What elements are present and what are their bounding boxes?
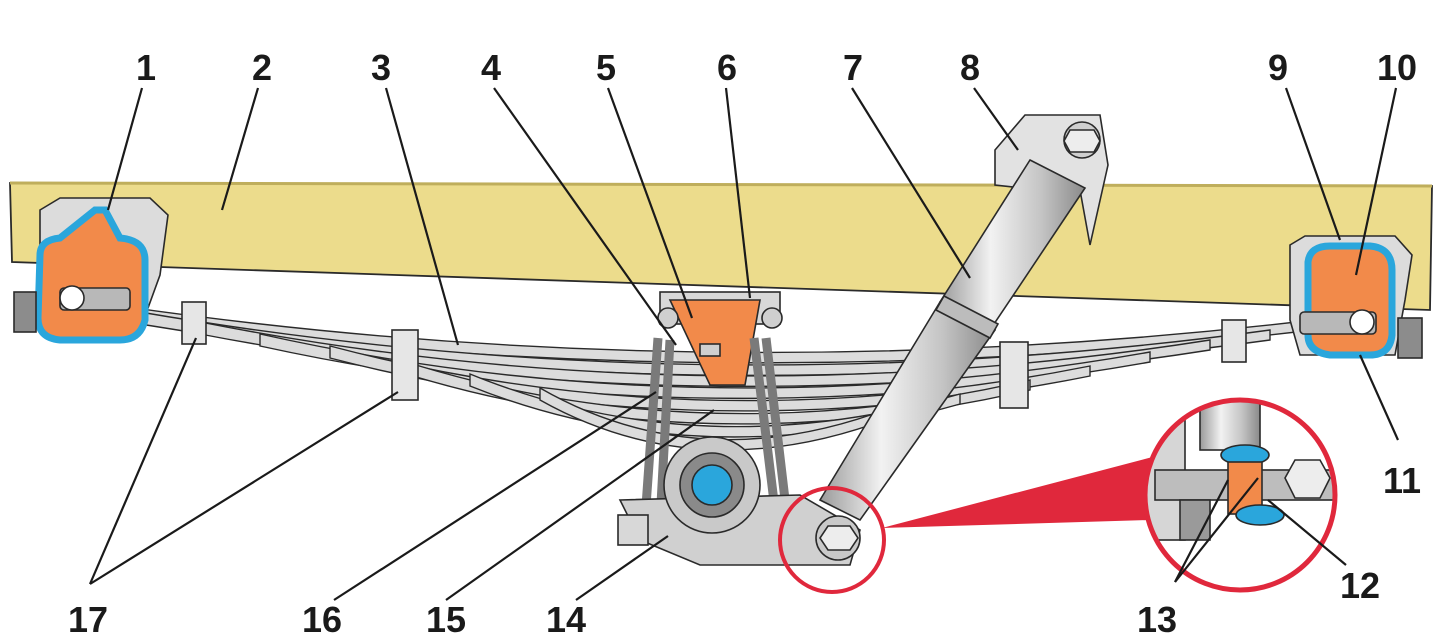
- label-4: 4: [481, 47, 501, 88]
- detail-callout-wedge: [882, 455, 1160, 528]
- leader-lines: [88, 87, 1400, 601]
- leaf-clamp-left-inner: [391, 329, 419, 401]
- label-2: 2: [252, 47, 272, 88]
- label-17: 17: [68, 599, 108, 640]
- label-3: 3: [371, 47, 391, 88]
- frame-edge-line: [9, 181, 1433, 188]
- label-12: 12: [1340, 565, 1380, 606]
- label-1: 1: [136, 47, 156, 88]
- label-10: 10: [1377, 47, 1417, 88]
- label-9: 9: [1268, 47, 1288, 88]
- callout-labels: 1 2 3 4 5 6 7 8 9 10 11 12 13 14 15 16 1…: [68, 47, 1421, 640]
- front-spring-bracket: [13, 197, 169, 344]
- label-13: 13: [1137, 599, 1177, 640]
- label-8: 8: [960, 47, 980, 88]
- label-6: 6: [717, 47, 737, 88]
- label-5: 5: [596, 47, 616, 88]
- u-bolts: [640, 337, 791, 523]
- label-14: 14: [546, 599, 586, 640]
- shock-absorber: [815, 158, 1087, 561]
- label-16: 16: [302, 599, 342, 640]
- label-11: 11: [1383, 460, 1421, 501]
- axle-housing: [617, 436, 861, 566]
- magnified-detail-inset: [1142, 397, 1338, 593]
- leaf-clamp-right-outer: [1221, 319, 1247, 363]
- label-7: 7: [843, 47, 863, 88]
- rubber-bump-stop: [657, 291, 783, 386]
- label-15: 15: [426, 599, 466, 640]
- leaf-clamp-right-inner: [999, 341, 1029, 409]
- leaf-clamp-left-outer: [181, 301, 207, 345]
- rear-spring-shackle: [1289, 235, 1423, 359]
- detail-highlight-circle: [778, 486, 886, 594]
